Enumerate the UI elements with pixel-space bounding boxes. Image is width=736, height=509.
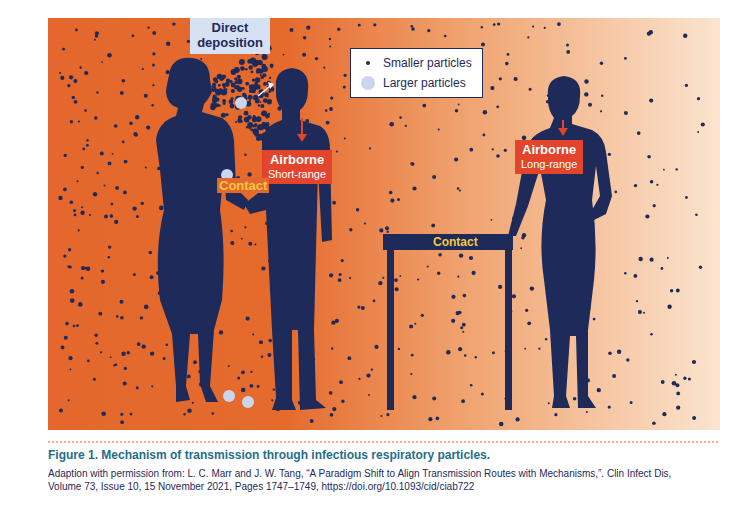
- legend-text: Smaller particles: [383, 56, 472, 70]
- contact-label: Contact: [431, 235, 480, 249]
- arrowhead: [297, 134, 307, 142]
- legend-box: Smaller particlesLarger particles: [350, 48, 483, 98]
- source-note: Adaption with permission from: L. C. Mar…: [48, 467, 688, 493]
- separator: [48, 442, 720, 443]
- legend-text: Larger particles: [383, 76, 466, 90]
- particles: [58, 22, 705, 426]
- legend-row: Larger particles: [359, 73, 472, 93]
- arrowhead: [268, 82, 274, 89]
- small-dot-sample: [359, 54, 377, 72]
- silhouettes: [156, 58, 612, 410]
- background-panel: [48, 18, 720, 430]
- arrowhead: [558, 128, 568, 136]
- box-text: Direct deposition: [196, 21, 264, 51]
- box-text: Airborne: [521, 143, 577, 158]
- callout-box: AirborneShort-range: [262, 150, 332, 184]
- inhale-arrow: [301, 118, 303, 136]
- large-particles: [221, 97, 254, 408]
- figure-caption: Figure 1. Mechanism of transmission thro…: [48, 448, 718, 462]
- callout-box: Direct deposition: [190, 18, 270, 54]
- box-text: Short-range: [268, 168, 326, 181]
- callout-box: AirborneLong-range: [515, 140, 583, 174]
- legend-row: Smaller particles: [359, 53, 472, 73]
- deposition-arrow: [258, 86, 270, 96]
- box-text: Long-range: [521, 158, 577, 171]
- contact-label: Contact: [217, 178, 269, 193]
- large-circle-sample: [359, 74, 377, 92]
- box-text: Airborne: [268, 153, 326, 168]
